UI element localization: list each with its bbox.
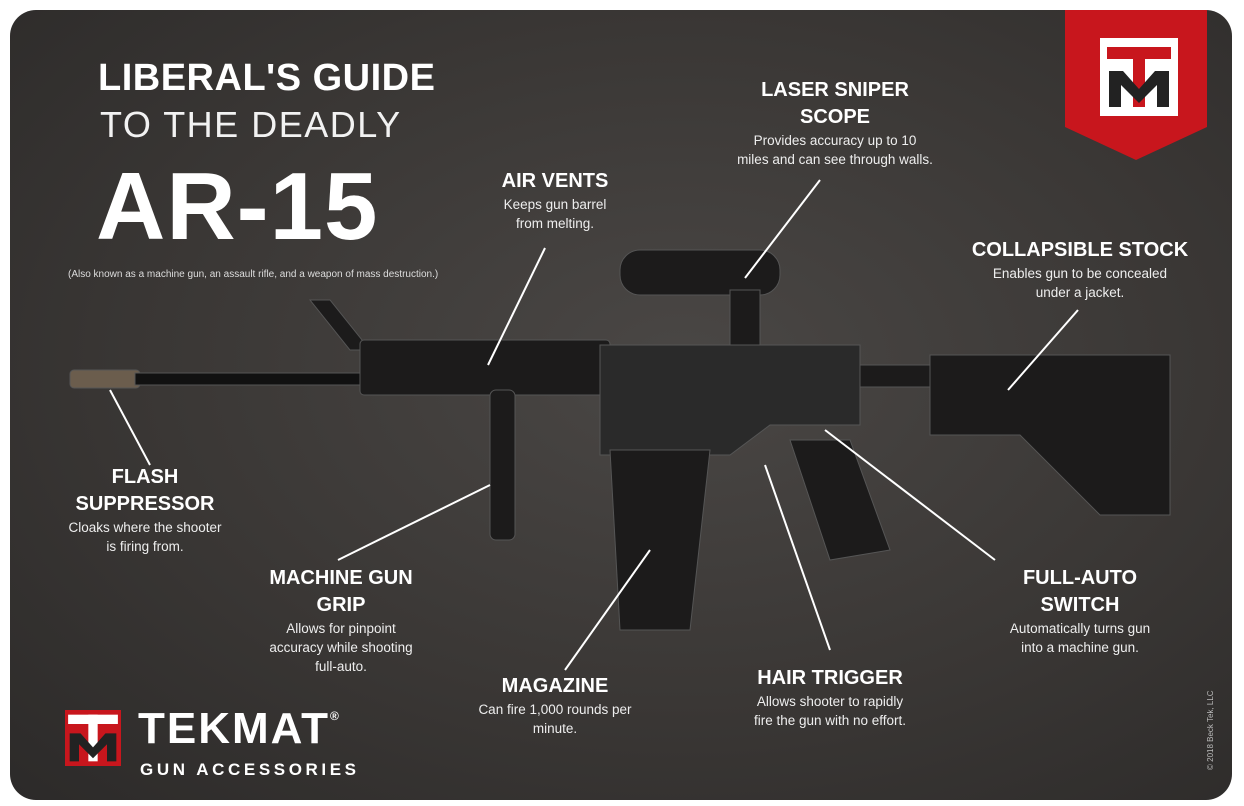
callout-heading: GRIP	[316, 594, 366, 616]
callout-flash-suppressor: FLASH SUPPRESSOR Cloaks where the shoote…	[50, 464, 240, 556]
subtitle: (Also known as a machine gun, an assault…	[68, 269, 439, 280]
callout-desc: is firing from.	[106, 539, 184, 554]
callout-heading: SWITCH	[1040, 594, 1120, 616]
callout-lines	[109, 179, 1079, 671]
title-line-1: LIBERAL'S GUIDE	[98, 57, 436, 99]
callout-heading: COLLAPSIBLE STOCK	[971, 239, 1189, 261]
callout-desc: accuracy while shooting	[269, 640, 413, 655]
callout-desc: into a machine gun.	[1021, 640, 1139, 655]
callout-heading: LASER SNIPER	[761, 79, 909, 101]
callout-desc: full-auto.	[315, 659, 367, 674]
callout-machine-gun-grip: MACHINE GUN GRIP Allows for pinpoint acc…	[242, 565, 440, 676]
callout-heading: SUPPRESSOR	[75, 493, 215, 515]
registered-mark: ®	[330, 709, 341, 723]
callout-desc: minute.	[532, 721, 578, 736]
tekmat-logo-icon	[1100, 38, 1178, 116]
callout-desc: under a jacket.	[1035, 285, 1125, 300]
callout-desc: miles and can see through walls.	[737, 152, 933, 167]
gun-mat: LIBERAL'S GUIDE TO THE DEADLY AR-15 (Als…	[10, 10, 1232, 800]
callout-heading: HAIR TRIGGER	[757, 667, 903, 689]
callout-hair-trigger: HAIR TRIGGER Allows shooter to rapidly f…	[725, 665, 935, 730]
title-line-2: TO THE DEADLY	[100, 104, 402, 145]
callout-collapsible-stock: COLLAPSIBLE STOCK Enables gun to be conc…	[960, 237, 1200, 302]
callout-desc: Keeps gun barrel	[503, 197, 607, 212]
brand-name: TEKMAT®	[138, 704, 341, 754]
callout-desc: Allows for pinpoint	[286, 621, 396, 636]
callout-heading: SCOPE	[799, 106, 871, 128]
callout-desc: fire the gun with no effort.	[753, 713, 907, 728]
callout-desc: Allows shooter to rapidly	[756, 694, 904, 709]
callout-desc: Can fire 1,000 rounds per	[478, 702, 632, 717]
callout-desc: Cloaks where the shooter	[68, 520, 222, 535]
callout-heading: FLASH	[111, 466, 179, 488]
brand-tagline: GUN ACCESSORIES	[140, 760, 360, 779]
callout-desc: from melting.	[515, 216, 595, 231]
callout-magazine: MAGAZINE Can fire 1,000 rounds per minut…	[460, 673, 650, 738]
callout-desc: Enables gun to be concealed	[992, 266, 1168, 281]
rifle-illustration	[69, 249, 1171, 631]
callout-heading: MAGAZINE	[501, 675, 609, 697]
callout-heading: AIR VENTS	[501, 170, 609, 192]
copyright: © 2018 Beck Tek, LLC	[1206, 690, 1215, 770]
callout-heading: FULL-AUTO	[1022, 567, 1138, 589]
callout-heading: MACHINE GUN	[269, 567, 413, 589]
title-line-3: AR-15	[96, 153, 379, 260]
callout-laser-sniper-scope: LASER SNIPER SCOPE Provides accuracy up …	[720, 77, 950, 169]
callout-air-vents: AIR VENTS Keeps gun barrel from melting.	[475, 168, 635, 233]
brand-name-text: TEKMAT	[138, 704, 331, 753]
callout-desc: Provides accuracy up to 10	[753, 133, 917, 148]
logo-banner	[1065, 10, 1207, 160]
callout-desc: Automatically turns gun	[1009, 621, 1151, 636]
callout-full-auto-switch: FULL-AUTO SWITCH Automatically turns gun…	[980, 565, 1180, 657]
tekmat-small-logo-icon	[65, 710, 121, 766]
